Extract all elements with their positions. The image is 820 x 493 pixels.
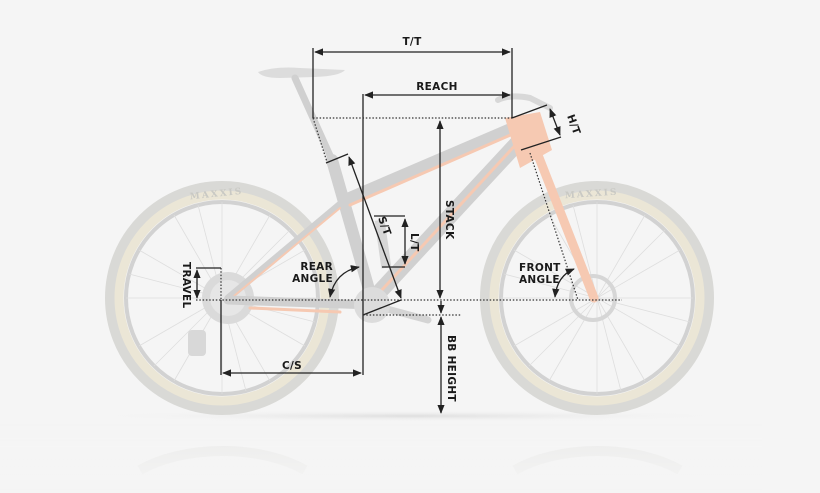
rear-angle-label-2: ANGLE xyxy=(292,273,333,285)
rear-wheel: MAXXIS xyxy=(105,181,339,415)
head-tube-label: H/T xyxy=(564,113,583,137)
front-angle-label-1: FRONT xyxy=(519,262,561,274)
reach-label: REACH xyxy=(416,81,457,93)
handlebar xyxy=(495,93,553,111)
chainring xyxy=(354,287,390,323)
rear-angle-label-1: REAR xyxy=(300,261,333,273)
ground-shadow xyxy=(80,410,740,422)
link-travel-label: L/T xyxy=(408,233,420,252)
saddle xyxy=(258,67,345,78)
stack-dimension: STACK xyxy=(436,120,455,299)
chainstay-dimension: C/S xyxy=(220,300,362,377)
bb-height-dimension: BB HEIGHT xyxy=(437,301,457,414)
brake-rotor xyxy=(569,274,617,322)
rear-derailleur xyxy=(188,330,206,356)
wheel-reflections xyxy=(0,420,820,493)
top-tube-dimension: T/T xyxy=(312,36,513,118)
front-angle-annotation: FRONT ANGLE xyxy=(519,262,575,298)
dimension-overlay: T/T REACH H/T STACK S/T xyxy=(180,36,622,414)
travel-dimension: TRAVEL xyxy=(180,262,222,308)
front-wheel: MAXXIS xyxy=(480,181,714,415)
link-travel-dimension: L/T xyxy=(374,215,420,268)
chainstay-label: C/S xyxy=(282,360,302,372)
rear-angle-annotation: REAR ANGLE xyxy=(292,261,360,298)
front-angle-label-2: ANGLE xyxy=(519,274,560,286)
bb-height-label: BB HEIGHT xyxy=(445,335,457,402)
front-tire-brand: MAXXIS xyxy=(565,188,619,202)
travel-label: TRAVEL xyxy=(180,262,192,308)
stack-label: STACK xyxy=(443,200,455,240)
top-tube-label: T/T xyxy=(402,36,422,48)
